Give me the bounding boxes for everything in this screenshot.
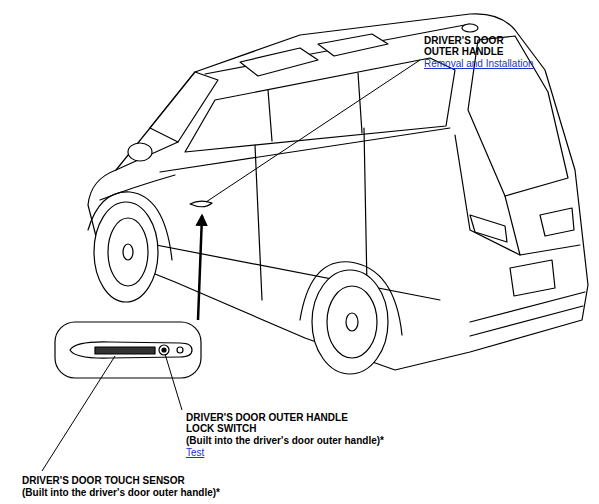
procedure-link: Test [186, 447, 246, 458]
part-note: (Built into the driver's door outer hand… [186, 435, 446, 446]
leader-lines [42, 60, 420, 471]
part-name: DRIVER'S DOOR OUTER HANDLE LOCK SWITCH [186, 412, 356, 434]
part-note: (Built into the driver's door outer hand… [22, 487, 282, 498]
part-name: DRIVER'S DOOR TOUCH SENSOR [22, 475, 282, 486]
procedure-link: Removal and Installation [424, 58, 574, 69]
part-name: DRIVER'S DOOR OUTER HANDLE [424, 35, 516, 57]
